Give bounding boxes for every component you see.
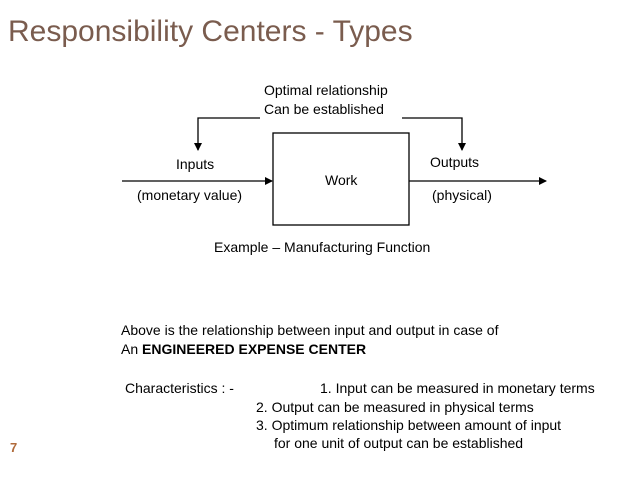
work-label: Work [325,172,358,188]
example-caption: Example – Manufacturing Function [214,239,431,255]
work-box [272,132,410,226]
characteristic-item-1: 1. Input can be measured in monetary ter… [320,380,595,396]
body-line1: Above is the relationship between input … [121,322,499,338]
body-line2: An ENGINEERED EXPENSE CENTER [121,341,366,358]
outputs-label: Outputs [430,154,480,170]
feedback-arrow-left [194,117,260,151]
center-type: ENGINEERED EXPENSE CENTER [142,341,367,357]
characteristics-label: Characteristics : - [125,380,234,396]
top-label-line2: Can be established [264,101,384,117]
characteristic-item-2: 2. Output can be measured in physical te… [256,399,534,415]
characteristic-item-3: 3. Optimum relationship between amount o… [256,417,562,433]
feedback-arrow-right [402,117,466,151]
body-line2-prefix: An [121,341,143,357]
outputs-sublabel: (physical) [432,187,492,203]
characteristic-item-3-cont: for one unit of output can be establishe… [274,435,524,451]
page-number: 7 [10,440,18,455]
inputs-label: Inputs [176,156,215,172]
slide-title: Responsibility Centers - Types [8,15,413,48]
inputs-sublabel: (monetary value) [137,187,243,203]
top-label-line1: Optimal relationship [264,82,388,98]
